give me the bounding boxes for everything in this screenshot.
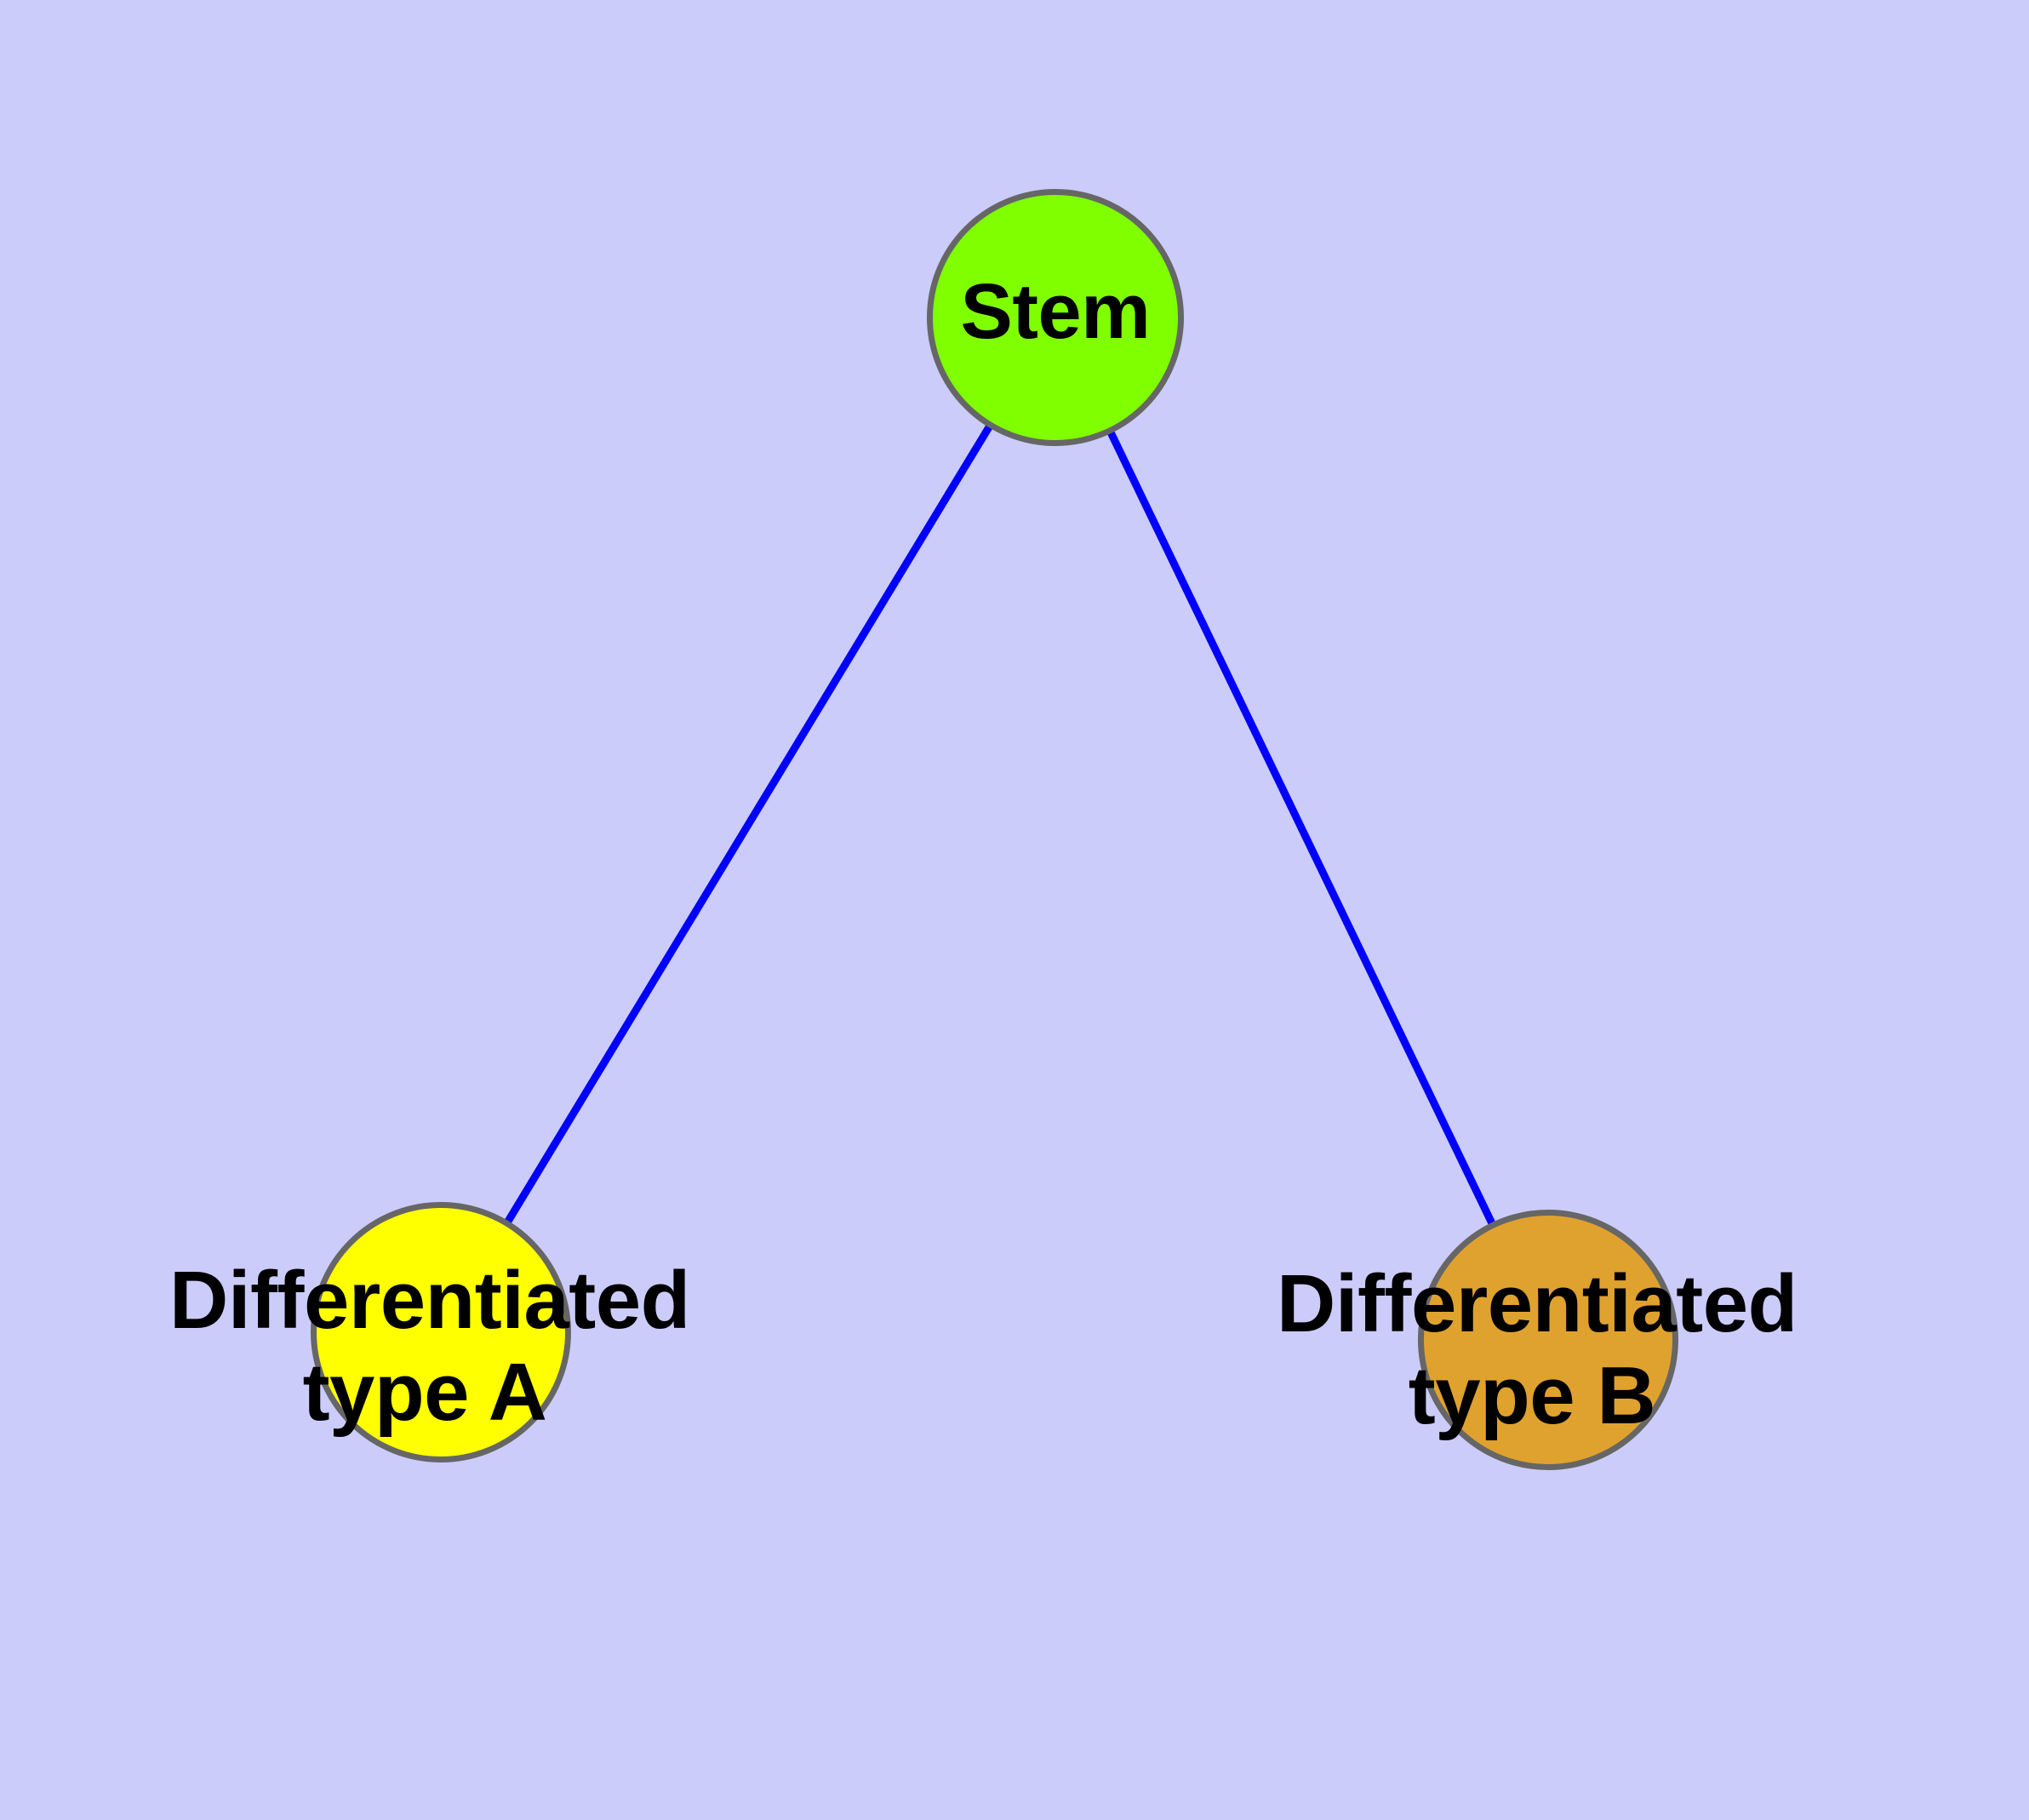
node-differentiated-type-a[interactable] <box>311 1202 571 1462</box>
node-stem[interactable] <box>927 189 1184 446</box>
edge-layer <box>502 421 1497 1230</box>
edge-stem-to-diff-b[interactable] <box>1106 426 1497 1230</box>
node-layer <box>311 189 1678 1470</box>
edge-stem-to-diff-a[interactable] <box>502 421 995 1228</box>
node-differentiated-type-b[interactable] <box>1418 1210 1678 1470</box>
